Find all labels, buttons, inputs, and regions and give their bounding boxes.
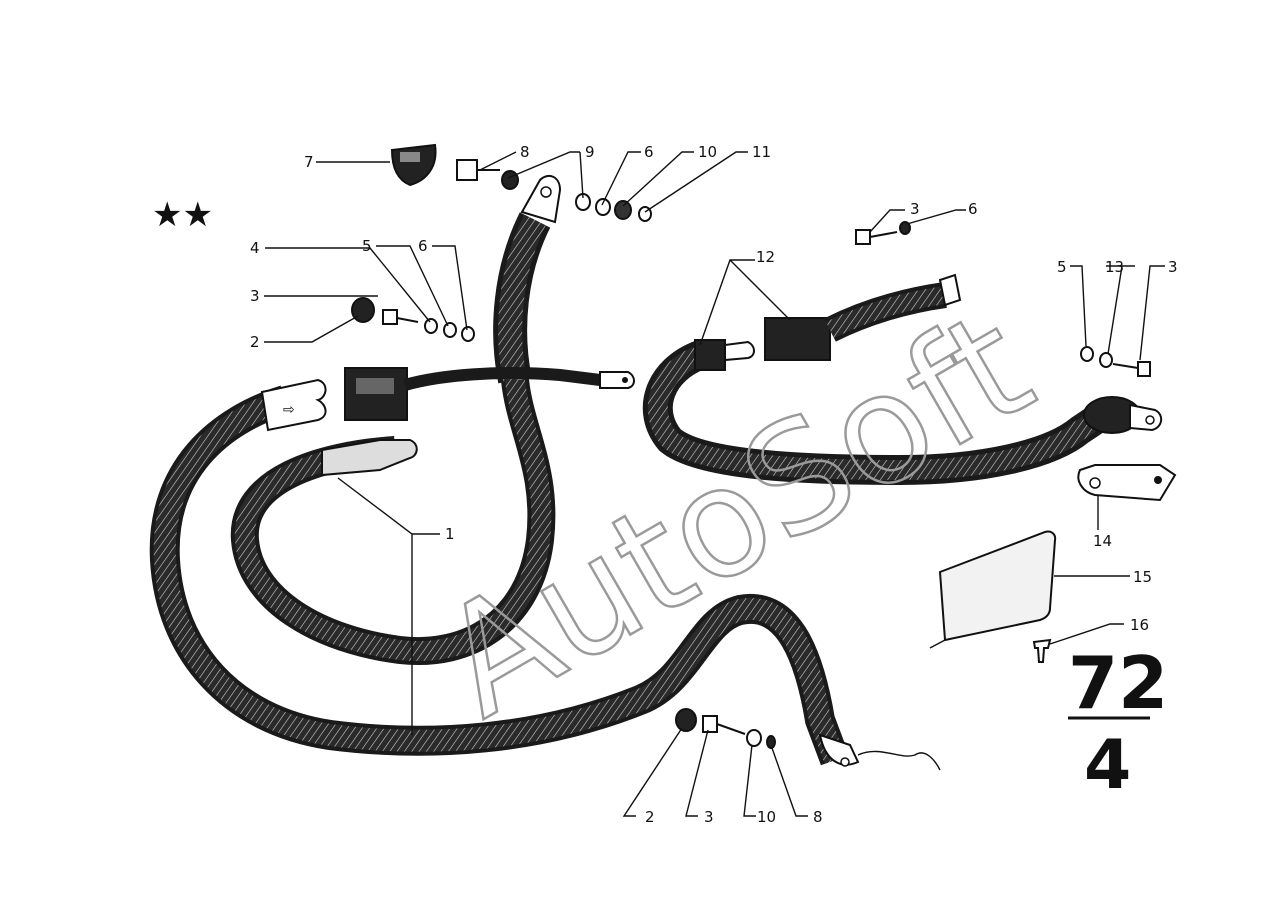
callout-13: 13 xyxy=(1105,258,1124,276)
callout-3: 3 xyxy=(910,200,920,218)
hardware-parts xyxy=(351,143,1151,749)
callout-6: 6 xyxy=(644,143,654,161)
callout-1: 1 xyxy=(445,525,455,543)
callout-3: 3 xyxy=(704,808,714,826)
callout-8: 8 xyxy=(520,143,530,161)
callout-7: 7 xyxy=(304,153,314,171)
group-number: 72 4 xyxy=(1068,641,1168,805)
group-number-main: 72 xyxy=(1068,641,1168,725)
callout-6: 6 xyxy=(968,200,978,218)
callout-10: 10 xyxy=(757,808,776,826)
leader-lines xyxy=(264,151,1165,817)
callout-6: 6 xyxy=(418,237,428,255)
callout-labels: 7 8 9 6 10 11 4 5 6 3 2 1 12 3 6 5 13 3 … xyxy=(250,143,1178,826)
callout-14: 14 xyxy=(1093,532,1112,550)
callout-2: 2 xyxy=(645,808,655,826)
rear-lap-belt-right xyxy=(642,273,1177,663)
star-marks: ★★ xyxy=(152,195,213,235)
callout-11: 11 xyxy=(752,143,771,161)
callout-5: 5 xyxy=(362,237,372,255)
callout-15: 15 xyxy=(1133,568,1152,586)
callout-3: 3 xyxy=(250,287,260,305)
callout-3: 3 xyxy=(1168,258,1178,276)
callout-8: 8 xyxy=(813,808,823,826)
svg-text:⇨: ⇨ xyxy=(283,402,295,418)
callout-9: 9 xyxy=(585,143,595,161)
callout-16: 16 xyxy=(1130,616,1149,634)
callout-10: 10 xyxy=(698,143,717,161)
callout-5: 5 xyxy=(1057,258,1067,276)
front-seat-belt-left: ⇨ xyxy=(149,174,941,771)
group-number-sub: 4 xyxy=(1084,726,1131,805)
callout-12: 12 xyxy=(756,248,775,266)
callout-2: 2 xyxy=(250,333,260,351)
callout-4: 4 xyxy=(250,239,260,257)
